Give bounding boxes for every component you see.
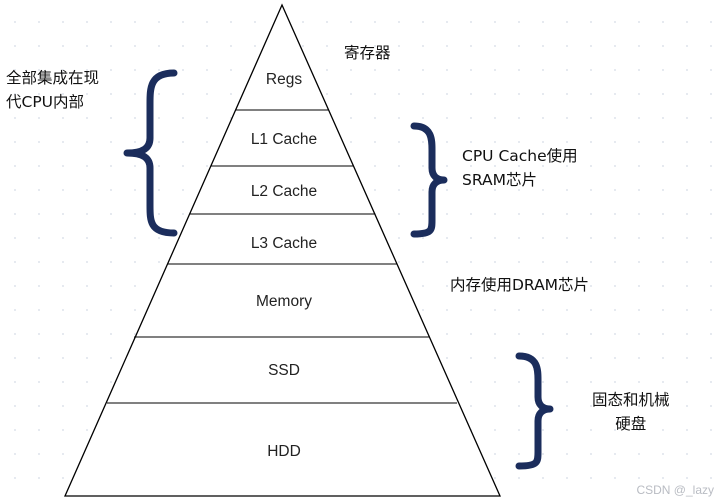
layer-label-regs: Regs [266,71,302,88]
layer-label-hdd: HDD [267,443,301,460]
annotation-integrated-line1: 全部集成在现 [6,69,100,87]
annotation-registers: 寄存器 [344,44,391,62]
left-curly-brace [123,69,178,237]
annotation-storage-line2: 硬盘 [615,415,647,433]
layer-label-l3-cache: L3 Cache [251,235,317,252]
annotation-cpu-cache-line1: CPU Cache使用 [462,147,578,165]
layer-label-l2-cache: L2 Cache [251,183,317,200]
annotation-storage-line1: 固态和机械 [592,391,670,409]
annotation-integrated-in-cpu: 全部集成在现 代CPU内部 [6,66,99,114]
pyramid-outline [64,3,501,497]
watermark: CSDN @_lazy [636,483,714,497]
annotation-storage-disks: 固态和机械 硬盘 [592,388,670,436]
cpu-cache-curly-brace [410,122,448,238]
annotation-memory-dram: 内存使用DRAM芯片 [450,276,590,294]
annotation-cpu-cache-sram: CPU Cache使用 SRAM芯片 [462,144,578,192]
annotation-integrated-line2: 代CPU内部 [6,93,85,111]
layer-label-l1-cache: L1 Cache [251,131,317,148]
annotation-cpu-cache-line2: SRAM芯片 [462,171,537,189]
layer-label-ssd: SSD [268,362,300,379]
storage-curly-brace [515,352,554,470]
layer-label-memory: Memory [256,293,312,310]
